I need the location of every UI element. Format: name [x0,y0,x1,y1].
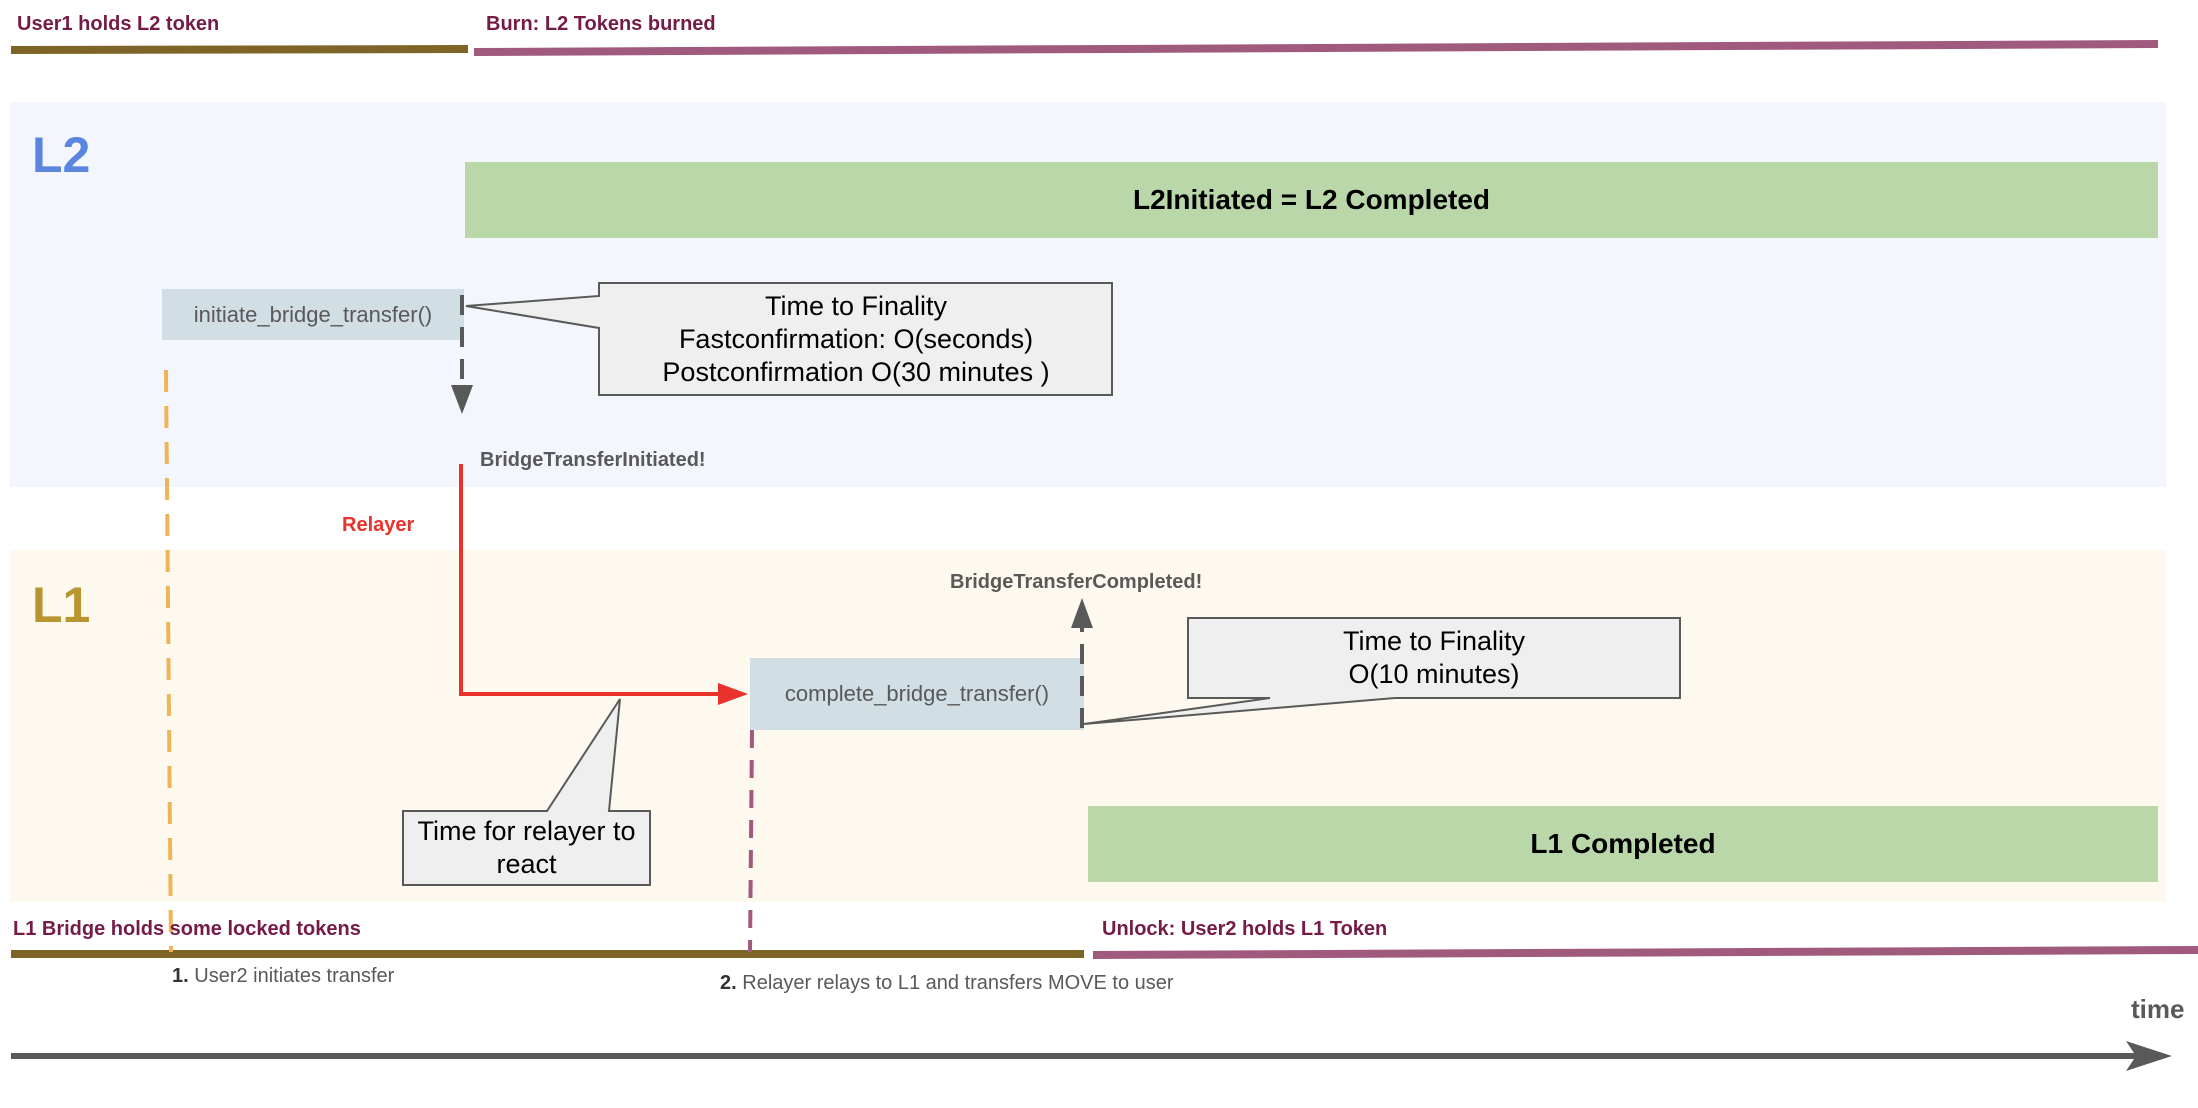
l2-finality-text: Time to Finality Fastconfirmation: O(sec… [600,284,1112,394]
step-2-text: Relayer relays to L1 and transfers MOVE … [742,972,1174,994]
unlock-bar [1092,946,2198,959]
step1-dashed-line [164,369,173,953]
l2-finality-callout [465,282,1113,396]
time-axis-label: time [2131,994,2185,1024]
initiate-bridge-transfer-box[interactable]: initiate_bridge_transfer() [162,289,464,340]
unlock-label: Unlock: User2 holds L1 Token [1102,918,1388,940]
burn-label: Burn: L2 Tokens burned [486,13,716,35]
relayer-react-line-2: react [496,849,557,879]
user1-holds-bar [10,45,469,54]
user1-holds-label: User1 holds L2 token [17,13,220,35]
step-1-number: 1. [172,965,189,987]
complete-bridge-transfer-box[interactable]: complete_bridge_transfer() [750,658,1084,730]
l1-finality-text: Time to Finality O(10 minutes) [1189,619,1679,697]
l2-finality-line-1: Time to Finality [764,290,948,321]
l1-finality-line-2: O(10 minutes) [1348,659,1520,689]
relayer-react-text: Time for relayer to react [404,812,649,884]
l1-completed-box: L1 Completed [1088,806,2158,882]
relayer-arrow-head [718,683,748,705]
l2-layer-label: L2 [32,127,91,183]
relayer-arrow [459,464,722,696]
l1-layer-label: L1 [32,577,91,633]
step-2-number: 2. [720,972,737,994]
time-axis-arrow-head [2126,1041,2172,1071]
completed-arrow-head [1071,598,1093,628]
l2-finality-line-2: Fastconfirmation: O(seconds) [678,323,1034,354]
relayer-react-callout [402,698,651,886]
l1-bridge-holds-label: L1 Bridge holds some locked tokens [13,918,361,940]
relayer-react-line-1: Time for relayer to [417,816,636,846]
bridge-transfer-initiated-label: BridgeTransferInitiated! [480,449,706,471]
l1-finality-callout [1083,617,1681,725]
l1-finality-line-1: Time to Finality [1342,626,1526,656]
step-1-text: User2 initiates transfer [194,965,395,987]
burn-bar [473,40,2159,56]
l2-completed-box: L2Initiated = L2 Completed [465,162,2158,238]
step2-dashed-line [748,729,754,953]
step-1-caption: 1. User2 initiates transfer [172,965,394,988]
l2-finality-line-3: Postconfirmation O(30 minutes ) [662,356,1050,387]
step-2-caption: 2. Relayer relays to L1 and transfers MO… [720,972,1174,995]
initiated-arrow-head [451,385,473,414]
bridge-transfer-completed-label: BridgeTransferCompleted! [950,571,1203,593]
relayer-label: Relayer [342,514,415,536]
